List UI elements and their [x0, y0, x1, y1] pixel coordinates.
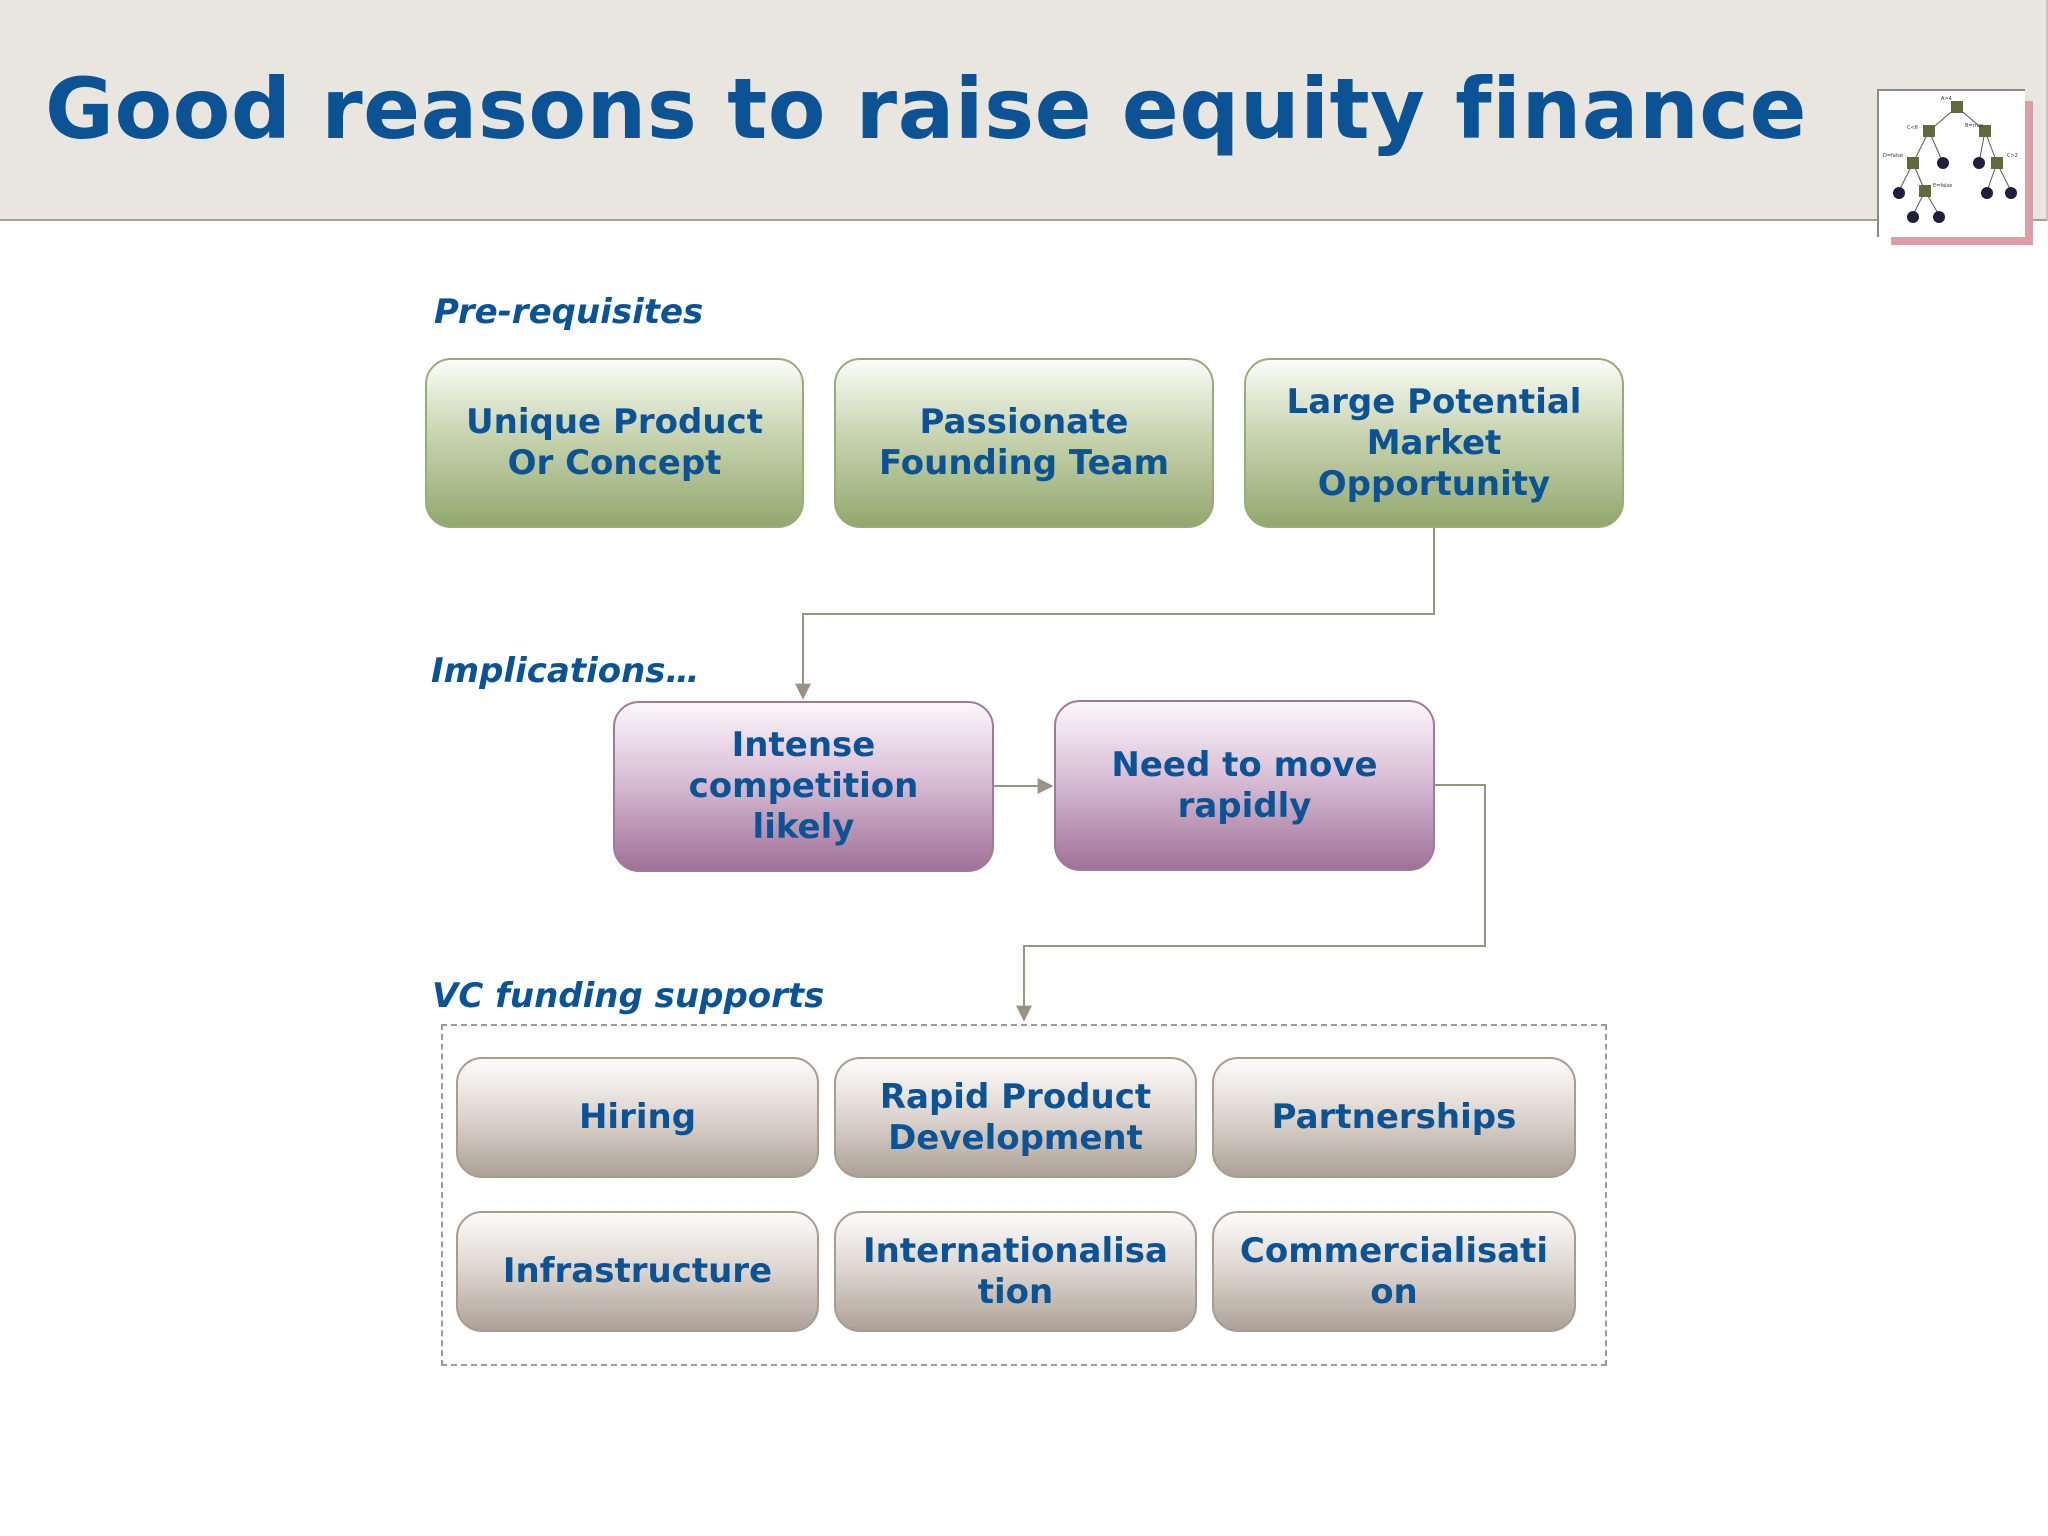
box-text: Opportunity [1317, 463, 1551, 504]
box-text: competition [688, 766, 919, 806]
box-text: Commercialisati [1239, 1230, 1549, 1271]
implication-box-intense-competition: Intense competition likely [613, 701, 994, 872]
tree-label: B=true [1965, 123, 1983, 129]
box-text: Rapid Product [879, 1076, 1152, 1117]
tree-label: D=false [1883, 153, 1903, 159]
vc-funding-group [441, 1024, 1607, 1366]
vc-box-partnerships: Partnerships [1212, 1057, 1576, 1178]
box-text: rapidly [1177, 785, 1312, 826]
box-text: Unique Product [466, 402, 763, 442]
vc-box-rapid-product-development: Rapid Product Development [834, 1057, 1197, 1178]
vc-box-infrastructure: Infrastructure [456, 1211, 819, 1332]
box-text: Or Concept [507, 443, 722, 483]
decision-tree-icon: A>4 C<6 B=true D=false C>2 E=false [1877, 89, 2025, 237]
tree-label: A>4 [1941, 96, 1952, 102]
box-text: tion [977, 1271, 1054, 1312]
box-text: Development [888, 1117, 1143, 1158]
prerequisite-box-founding-team: Passionate Founding Team [834, 358, 1214, 528]
vc-box-hiring: Hiring [456, 1057, 819, 1178]
tree-label: C>2 [2007, 153, 2018, 159]
tree-label: C<6 [1907, 125, 1918, 131]
box-text: likely [752, 807, 855, 847]
prerequisite-box-market-opportunity: Large Potential Market Opportunity [1244, 358, 1624, 528]
implications-heading: Implications… [431, 651, 700, 691]
box-text: Hiring [578, 1097, 697, 1137]
vc-box-commercialisation: Commercialisati on [1212, 1211, 1576, 1332]
connector-implications-to-vc-funding [1016, 784, 1486, 1022]
box-text: Passionate [919, 402, 1129, 442]
box-text: Market [1366, 422, 1502, 463]
vc-funding-heading: VC funding supports [432, 976, 825, 1016]
title-bar: Good reasons to raise equity finance [0, 0, 2048, 221]
box-text: Partnerships [1271, 1097, 1517, 1137]
connector-prerequisites-to-implications [795, 527, 1435, 700]
box-text: Need to move [1111, 744, 1378, 785]
tree-label: E=false [1933, 183, 1952, 189]
box-text: on [1370, 1271, 1418, 1312]
prerequisites-heading: Pre-requisites [434, 292, 704, 332]
box-text: Large Potential [1286, 381, 1582, 422]
slide-title: Good reasons to raise equity finance [45, 60, 1808, 158]
implication-box-move-rapidly: Need to move rapidly [1054, 700, 1435, 871]
box-text: Infrastructure [502, 1251, 773, 1291]
decision-tree-graphic: A>4 C<6 B=true D=false C>2 E=false [1883, 96, 2018, 223]
box-text: Internationalisa [863, 1230, 1168, 1271]
vc-box-internationalisation: Internationalisa tion [834, 1211, 1197, 1332]
prerequisite-box-unique-product: Unique Product Or Concept [425, 358, 804, 528]
box-text: Founding Team [878, 443, 1170, 483]
box-text: Intense [731, 725, 876, 765]
